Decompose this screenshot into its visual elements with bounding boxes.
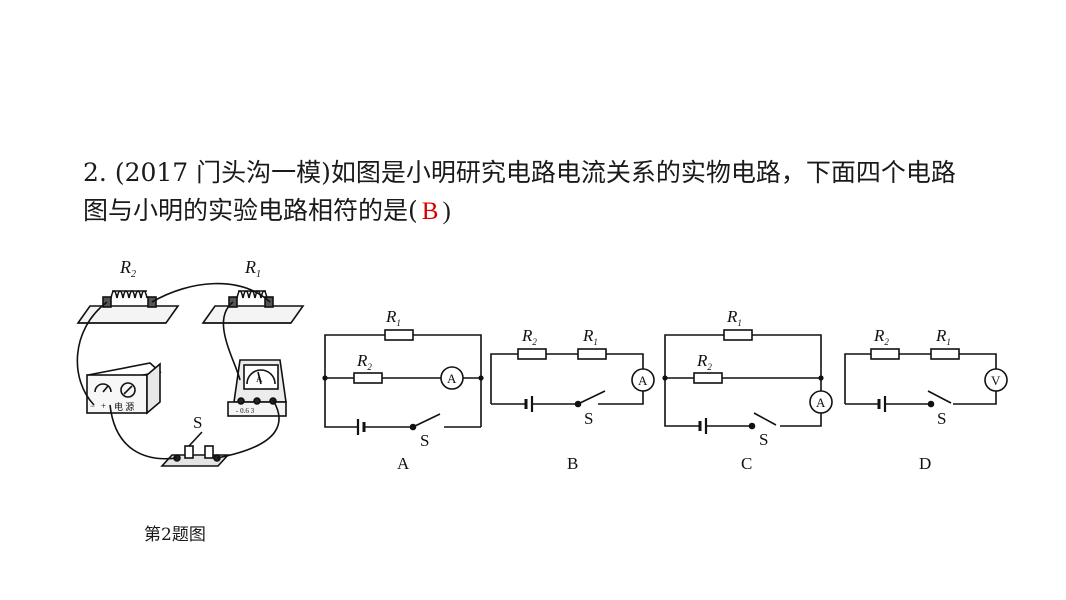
physical-wires	[76, 282, 280, 460]
answer-text: B	[421, 198, 439, 225]
circuit-option-a	[322, 329, 484, 435]
circuit-option-b	[490, 348, 655, 412]
figure-caption: 第2题图	[144, 525, 206, 545]
circuit-option-c	[662, 329, 833, 434]
option-d-meter-letter: V	[991, 373, 1001, 388]
physical-r1-label: R1	[244, 257, 261, 280]
option-b-r1-label: R1	[582, 326, 598, 347]
question-number: 2.	[83, 158, 107, 187]
option-a-letter: A	[397, 454, 410, 473]
option-c-r2-label: R2	[696, 351, 712, 372]
option-d-r1-label: R1	[935, 326, 951, 347]
option-c-meter-letter: A	[816, 395, 826, 410]
power-supply	[86, 362, 162, 415]
question-stem-line-1: (2017 门头沟一模)如图是小明研究电路电流关系的实物电路，下面四个电路	[114, 158, 956, 187]
physical-switch-label: S	[193, 413, 202, 432]
option-b-switch-label: S	[584, 409, 593, 428]
resistor-r1-board	[201, 290, 305, 324]
circuit-option-d	[844, 348, 1008, 412]
ammeter-device-letter: A	[256, 374, 263, 384]
option-a-switch-label: S	[420, 431, 429, 450]
physical-r2-label: R2	[119, 257, 136, 280]
option-d-letter: D	[919, 454, 931, 473]
closing-paren: )	[442, 198, 451, 225]
power-supply-label: 电 源	[114, 401, 134, 412]
switch-device	[160, 431, 230, 467]
option-a-r2-label: R2	[356, 351, 372, 372]
ammeter-device	[227, 359, 287, 417]
option-c-r1-label: R1	[726, 307, 742, 328]
question-stem-line-2: 图与小明的实验电路相符的是(	[83, 196, 418, 225]
option-a-meter-letter: A	[447, 371, 457, 386]
option-b-letter: B	[567, 454, 578, 473]
question-line-2: 图与小明的实验电路相符的是(B)	[83, 192, 1023, 231]
option-d-r2-label: R2	[873, 326, 889, 347]
option-c-letter: C	[741, 454, 752, 473]
power-minus-label: −	[90, 401, 95, 411]
option-b-r2-label: R2	[521, 326, 537, 347]
power-plus-label: +	[101, 401, 106, 411]
option-d-switch-label: S	[937, 409, 946, 428]
option-c-switch-label: S	[759, 430, 768, 449]
question-line-1: 2. (2017 门头沟一模)如图是小明研究电路电流关系的实物电路，下面四个电路	[83, 154, 1023, 192]
ammeter-terminal-labels: - 0.6 3	[236, 407, 255, 415]
option-a-r1-label: R1	[385, 307, 401, 328]
question-text: 2. (2017 门头沟一模)如图是小明研究电路电流关系的实物电路，下面四个电路…	[83, 154, 1023, 231]
option-b-meter-letter: A	[638, 373, 648, 388]
physical-circuit	[76, 282, 305, 467]
